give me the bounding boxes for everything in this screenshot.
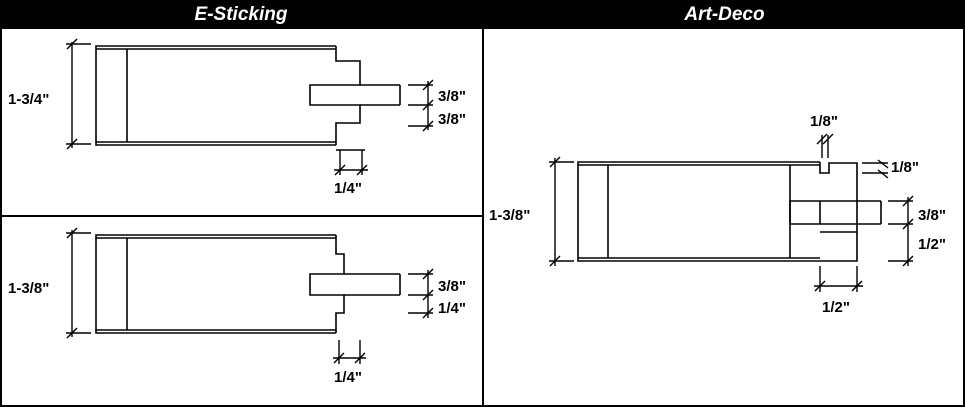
panel-title-e-sticking: E-Sticking bbox=[0, 0, 482, 29]
panel-title-art-deco: Art-Deco bbox=[484, 0, 965, 29]
artdeco-thickness-label: 1-3/8" bbox=[489, 207, 530, 224]
esticking-top-profile bbox=[95, 45, 401, 146]
esticking-top-tenon-lower-label: 3/8" bbox=[438, 111, 466, 128]
esticking-bottom-tenon-upper-label: 3/8" bbox=[438, 278, 466, 295]
esticking-top-thickness-label: 1-3/4" bbox=[8, 91, 49, 108]
artdeco-dimensions bbox=[549, 133, 914, 292]
artdeco-tenon-upper-label: 3/8" bbox=[918, 207, 946, 224]
artdeco-side-step-label: 1/8" bbox=[891, 159, 919, 176]
esticking-bottom-profile bbox=[95, 234, 401, 334]
artdeco-tenon-lower-label: 1/2" bbox=[918, 236, 946, 253]
esticking-bottom-thickness-label: 1-3/8" bbox=[8, 280, 49, 297]
artdeco-shoulder-label: 1/2" bbox=[822, 299, 850, 316]
esticking-bottom-shoulder-label: 1/4" bbox=[334, 369, 362, 386]
artdeco-top-step-label: 1/8" bbox=[810, 113, 838, 130]
esticking-top-dimensions bbox=[66, 38, 434, 176]
esticking-top-shoulder-label: 1/4" bbox=[334, 180, 362, 197]
esticking-bottom-tenon-lower-label: 1/4" bbox=[438, 300, 466, 317]
artdeco-profile bbox=[577, 161, 882, 262]
esticking-bottom-dimensions bbox=[66, 227, 434, 364]
esticking-top-tenon-upper-label: 3/8" bbox=[438, 88, 466, 105]
